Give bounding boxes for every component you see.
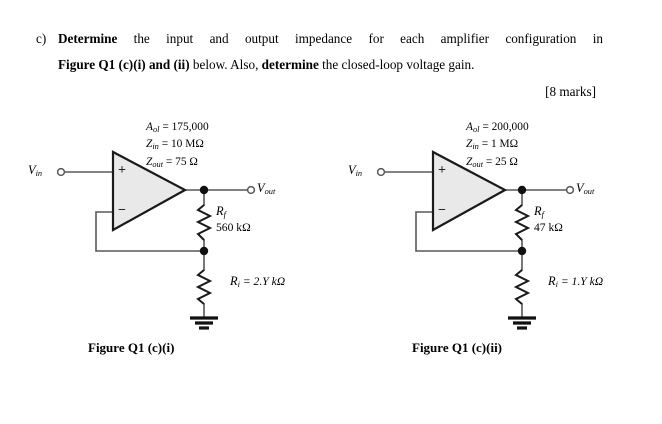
junction-dot-output bbox=[199, 185, 209, 195]
label-vout: Vout bbox=[257, 181, 276, 196]
caption-figure-c-i: Figure Q1 (c)(i) bbox=[88, 340, 175, 355]
opamp-triangle bbox=[111, 150, 188, 232]
figure-reference-bold: Figure Q1 (c)(i) and (ii) bbox=[58, 57, 190, 72]
spec-aol: Aol = 200,000 bbox=[466, 121, 529, 134]
circuit-schematic-c-i bbox=[56, 150, 256, 330]
label-ri: Ri = 1.Y kΩ bbox=[548, 274, 604, 289]
resistor-rf-symbol bbox=[513, 204, 531, 241]
junction-dot-output bbox=[517, 185, 527, 195]
spec-zout: Zout = 25 Ω bbox=[466, 155, 518, 169]
spec-zin: Zin = 10 MΩ bbox=[146, 138, 204, 152]
question-text-block: c) Determine the input and output impedan… bbox=[36, 26, 616, 78]
question-line2-text: the closed-loop voltage gain. bbox=[322, 57, 475, 72]
ground-symbol bbox=[190, 316, 218, 330]
question-line-1: c) Determine the input and output impedan… bbox=[36, 26, 616, 52]
spec-zin: Zin = 1 MΩ bbox=[466, 138, 519, 152]
ground-symbol bbox=[508, 316, 536, 330]
opamp-specs-c-i: Aol = 175,000 Zin = 10 MΩ Zout = 75 Ω bbox=[146, 120, 209, 172]
junction-dot-feedback bbox=[199, 246, 209, 256]
figures-container: Aol = 175,000 Zin = 10 MΩ Zout = 75 Ω Vi… bbox=[0, 118, 662, 378]
opamp-triangle bbox=[431, 150, 508, 232]
figure-c-ii: Aol = 200,000 Zin = 1 MΩ Zout = 25 Ω Vin… bbox=[320, 118, 651, 378]
resistor-ri-symbol bbox=[513, 269, 531, 305]
label-vin: Vin bbox=[348, 163, 363, 178]
figure-c-i: Aol = 175,000 Zin = 10 MΩ Zout = 75 Ω Vi… bbox=[0, 118, 331, 378]
opamp-inverting-input-sign: − bbox=[118, 203, 126, 218]
marks-allocation: [8 marks] bbox=[545, 84, 596, 99]
label-vin: Vin bbox=[28, 163, 43, 178]
terminal-vout bbox=[246, 185, 256, 195]
question-line1-bold: Determine bbox=[58, 31, 118, 46]
resistor-ri-symbol bbox=[195, 269, 213, 305]
caption-figure-c-ii: Figure Q1 (c)(ii) bbox=[412, 340, 503, 355]
label-rf: Rf 560 kΩ bbox=[216, 204, 251, 234]
question-marker: c) bbox=[36, 31, 47, 46]
determine-bold: determine bbox=[261, 57, 319, 72]
opamp-specs-c-ii: Aol = 200,000 Zin = 1 MΩ Zout = 25 Ω bbox=[466, 120, 529, 172]
spec-zout: Zout = 75 Ω bbox=[146, 155, 198, 169]
label-ri: Ri = 2.Y kΩ bbox=[230, 274, 286, 289]
label-vout: Vout bbox=[576, 181, 595, 196]
opamp-noninverting-input-sign: + bbox=[438, 163, 446, 178]
question-line2-mid: below. Also, bbox=[192, 57, 259, 72]
circuit-schematic-c-ii bbox=[376, 150, 575, 330]
terminal-vin bbox=[56, 167, 66, 177]
opamp-noninverting-input-sign: + bbox=[118, 163, 126, 178]
opamp-inverting-input-sign: − bbox=[438, 203, 446, 218]
label-rf: Rf 47 kΩ bbox=[534, 204, 563, 234]
spec-aol: Aol = 175,000 bbox=[146, 121, 209, 134]
wire-feedback-loop bbox=[415, 211, 523, 252]
terminal-vin bbox=[376, 167, 386, 177]
question-line-2: Figure Q1 (c)(i) and (ii) below. Also, d… bbox=[36, 52, 616, 78]
wire-feedback-loop bbox=[95, 211, 205, 252]
question-line1-text: the input and output impedance for each … bbox=[133, 31, 603, 46]
junction-dot-feedback bbox=[517, 246, 527, 256]
terminal-vout bbox=[565, 185, 575, 195]
resistor-rf-symbol bbox=[195, 204, 213, 241]
